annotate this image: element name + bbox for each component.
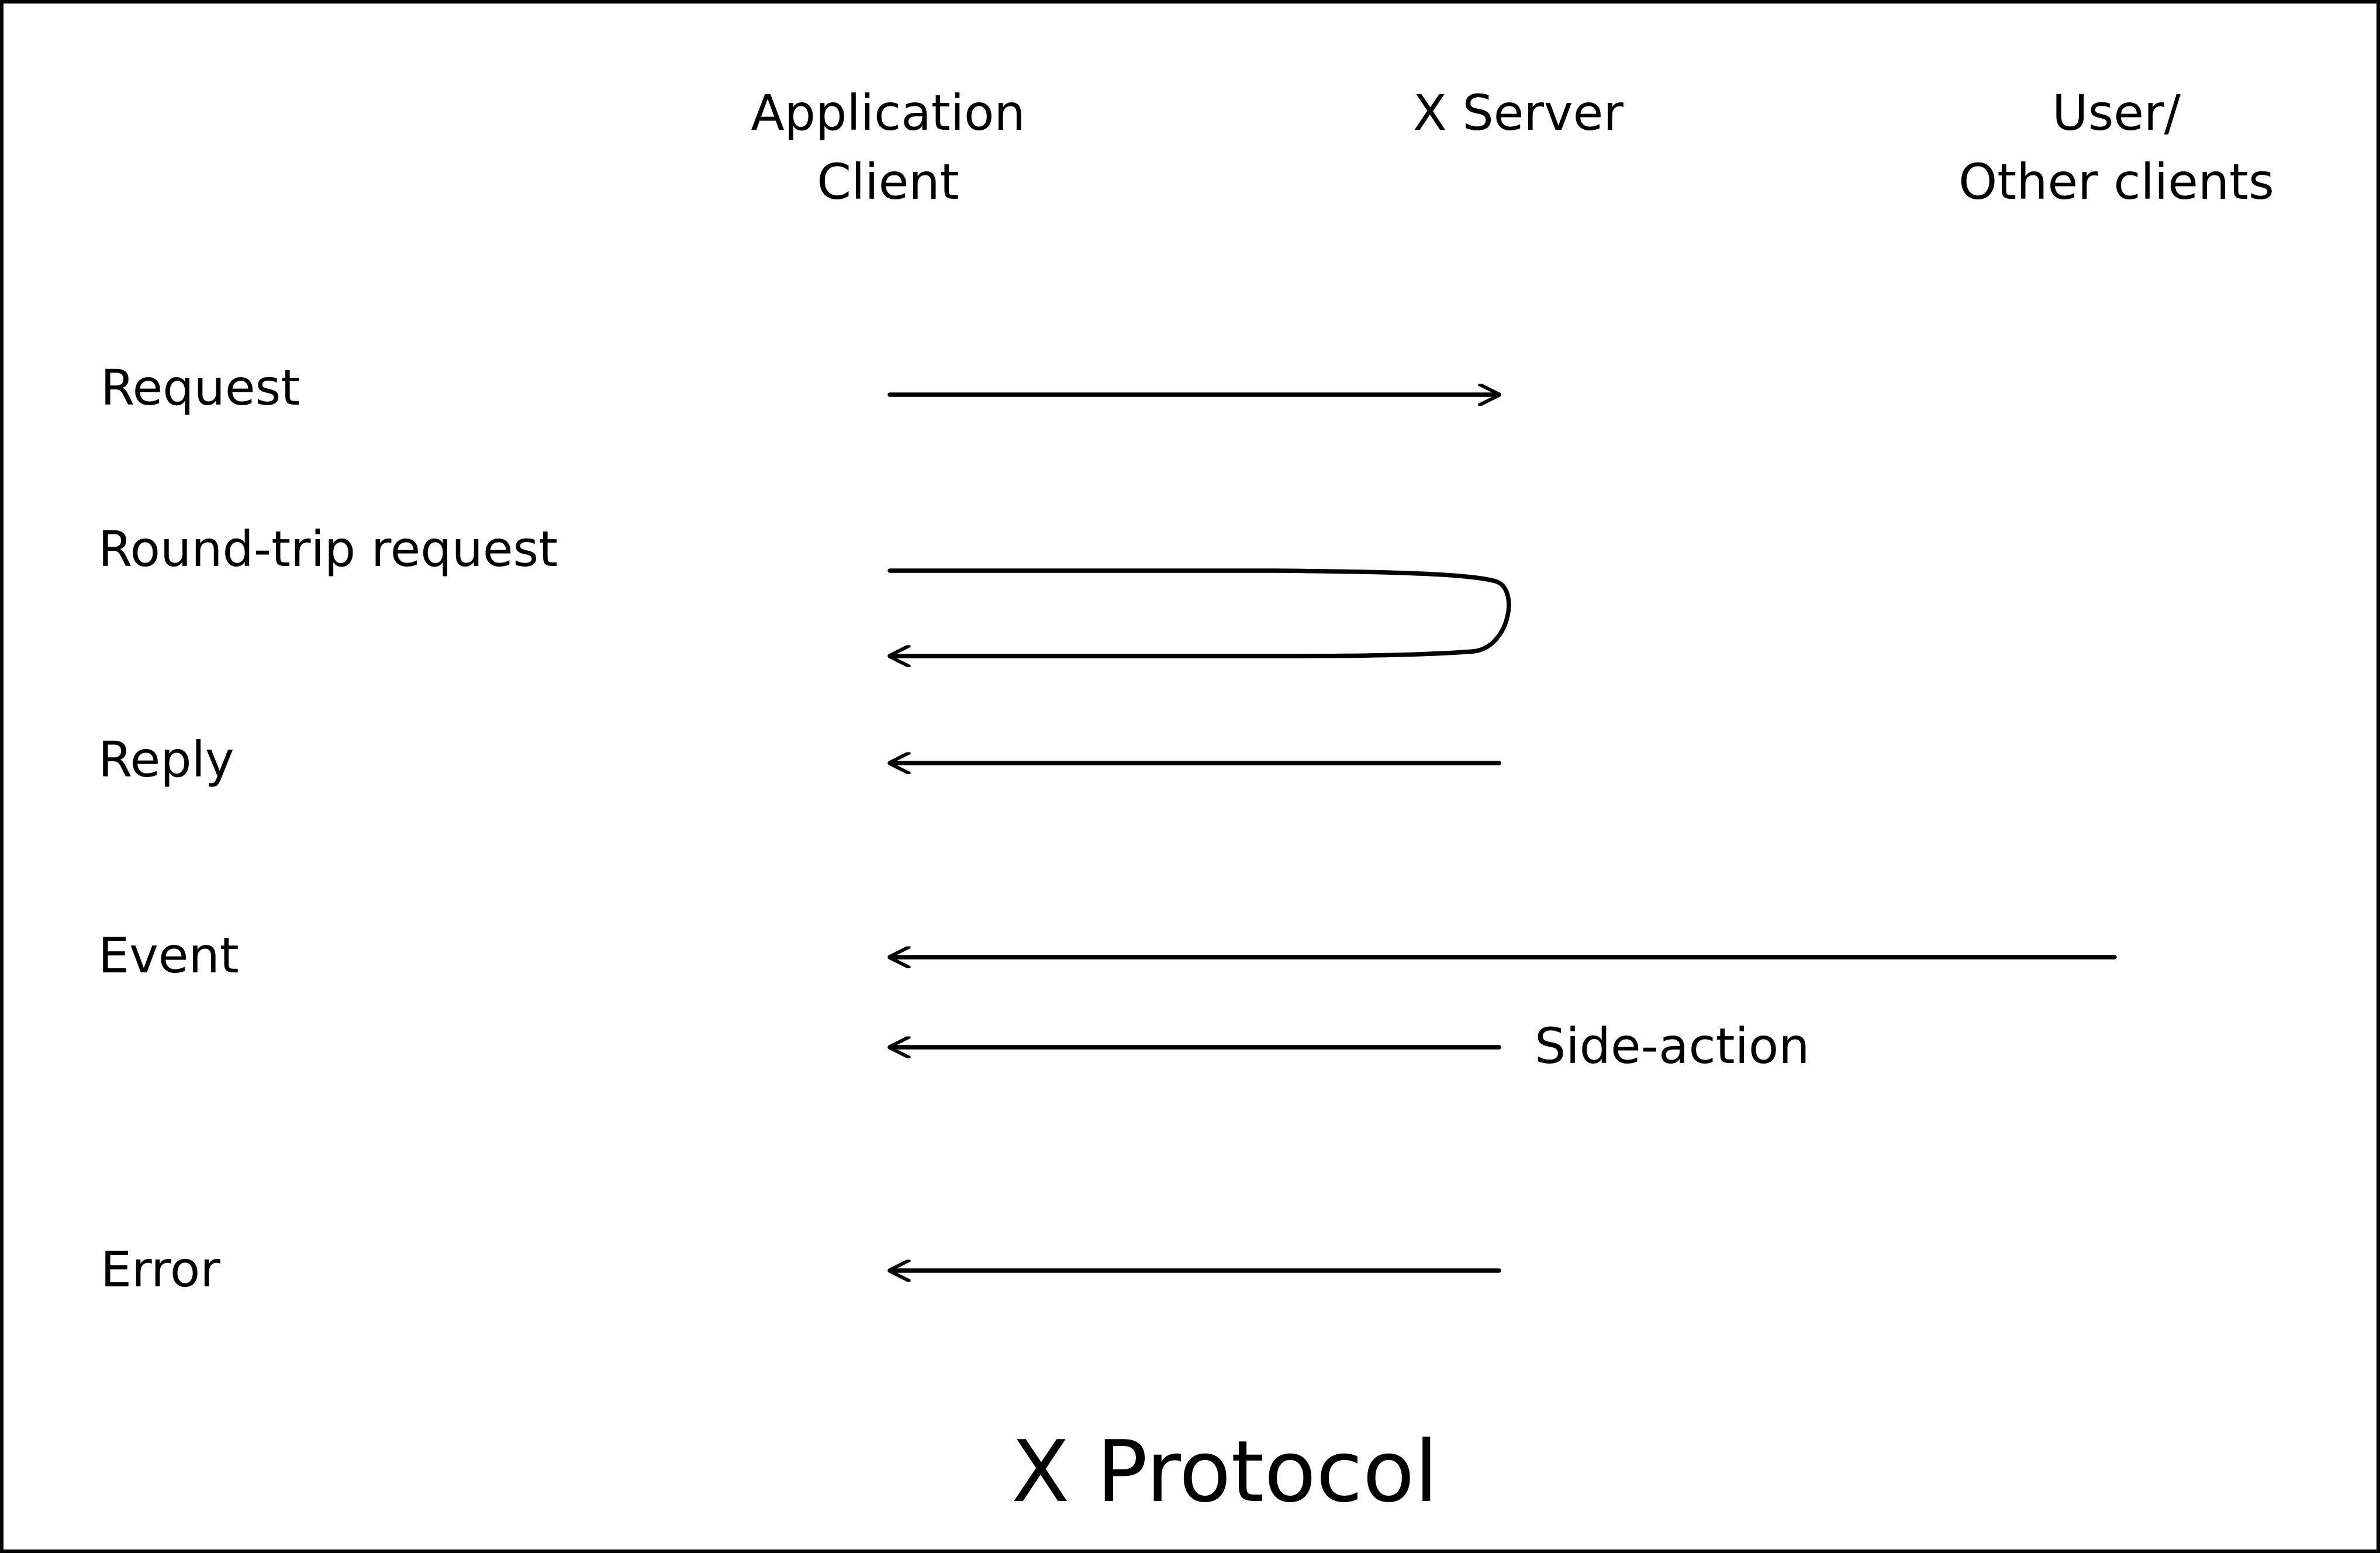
round-trip-arrow — [887, 568, 1511, 656]
row-label-round-trip-request: Round-trip request — [98, 520, 558, 578]
side-action-label: Side-action — [1535, 1017, 1810, 1075]
row-label-error: Error — [101, 1241, 220, 1298]
diagram-title: X Protocol — [1011, 1423, 1438, 1521]
column-header-others-line2: Other clients — [1958, 153, 2274, 210]
row-label-reply: Reply — [98, 731, 234, 788]
row-label-request: Request — [101, 359, 300, 416]
column-header-others-line1: User/ — [2052, 84, 2181, 142]
column-header-client-line1: Application — [751, 84, 1025, 142]
row-label-event: Event — [98, 927, 239, 984]
column-header-client-line2: Client — [817, 153, 959, 210]
column-header-server: X Server — [1413, 84, 1623, 142]
